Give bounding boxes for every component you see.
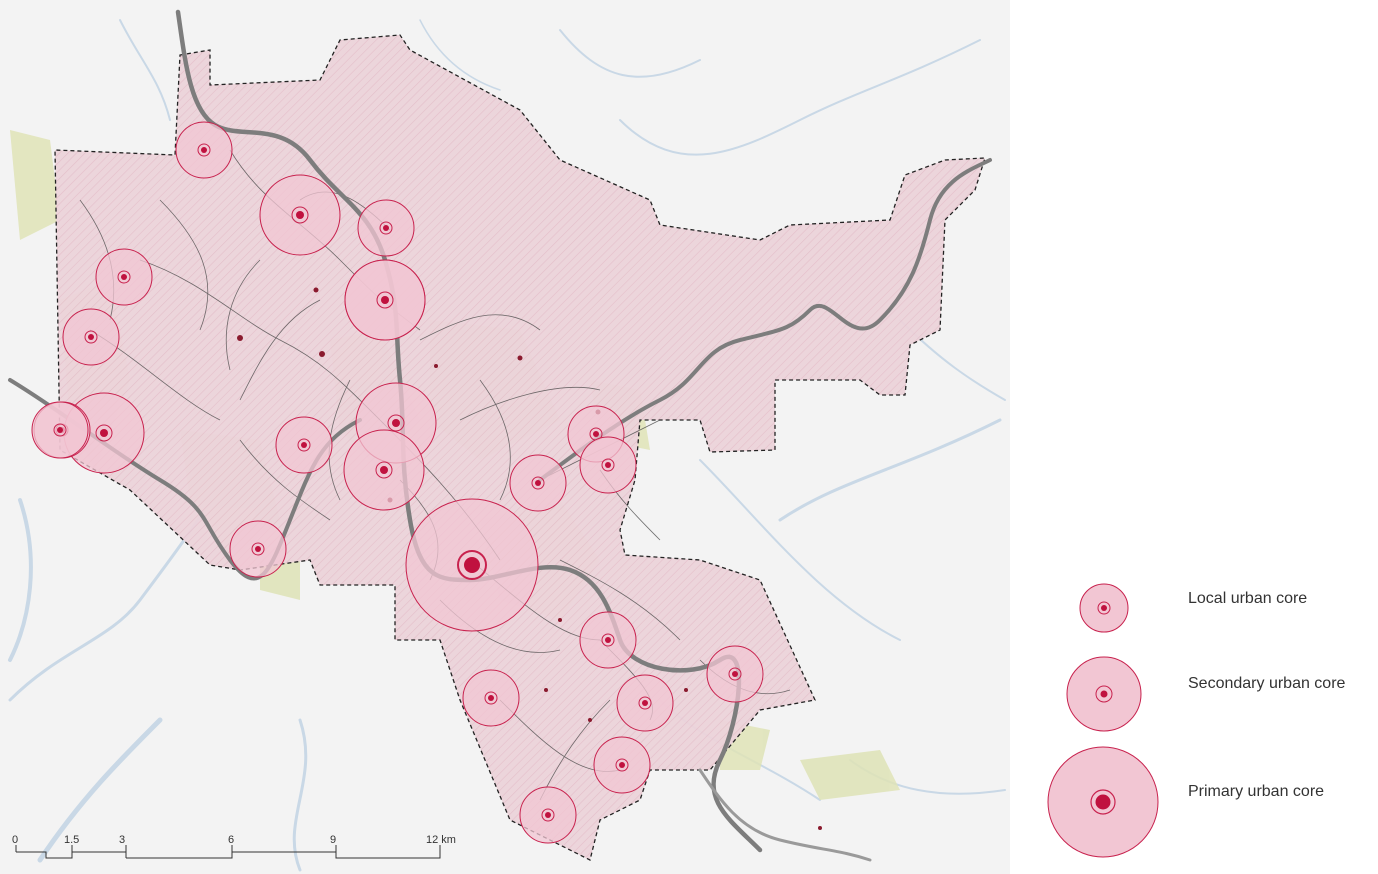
eastern-highway (538, 158, 992, 482)
southern-highway (698, 768, 872, 862)
primary-urban-core (405, 498, 539, 632)
local-urban-core (95, 248, 153, 306)
legend-label-secondary: Secondary urban core (1188, 675, 1346, 692)
local-urban-core (706, 645, 764, 703)
local-urban-core (519, 786, 577, 844)
scale-tick-1-5: 1.5 (64, 834, 79, 846)
scale-tick-0: 0 (12, 834, 18, 846)
local-urban-core (593, 736, 651, 794)
scale-bar: 0 1.5 3 6 9 12 km (12, 834, 456, 859)
local-urban-core (357, 199, 415, 257)
map-view[interactable]: 0 1.5 3 6 9 12 km (0, 0, 1010, 874)
secondary-urban-core (259, 174, 341, 256)
local-urban-core (175, 121, 233, 179)
local-urban-core (579, 611, 637, 669)
secondary-urban-core (344, 259, 426, 341)
legend-item-local (1046, 582, 1366, 633)
legend-item-secondary (1046, 656, 1366, 732)
local-urban-core (229, 520, 287, 578)
scale-tick-6: 6 (228, 834, 234, 846)
secondary-urban-core (343, 429, 425, 511)
local-core-symbol (1079, 583, 1129, 633)
local-urban-core (62, 308, 120, 366)
scale-tick-12-km: 12 km (426, 834, 456, 846)
legend-label-local: Local urban core (1188, 590, 1308, 607)
legend-label-primary: Primary urban core (1188, 783, 1325, 800)
local-urban-core (509, 454, 567, 512)
map-canvas: 0 1.5 3 6 9 12 km (0, 0, 1010, 874)
local-urban-core (275, 416, 333, 474)
secondary-core-symbol (1066, 656, 1142, 732)
local-urban-core (31, 401, 89, 459)
scale-tick-3: 3 (119, 834, 125, 846)
primary-core-symbol (1047, 746, 1159, 858)
scale-tick-9: 9 (330, 834, 336, 846)
local-urban-core (616, 674, 674, 732)
urban-cores (31, 121, 764, 844)
local-urban-core (579, 436, 637, 494)
local-urban-core (462, 669, 520, 727)
legend-item-primary (1046, 746, 1366, 858)
